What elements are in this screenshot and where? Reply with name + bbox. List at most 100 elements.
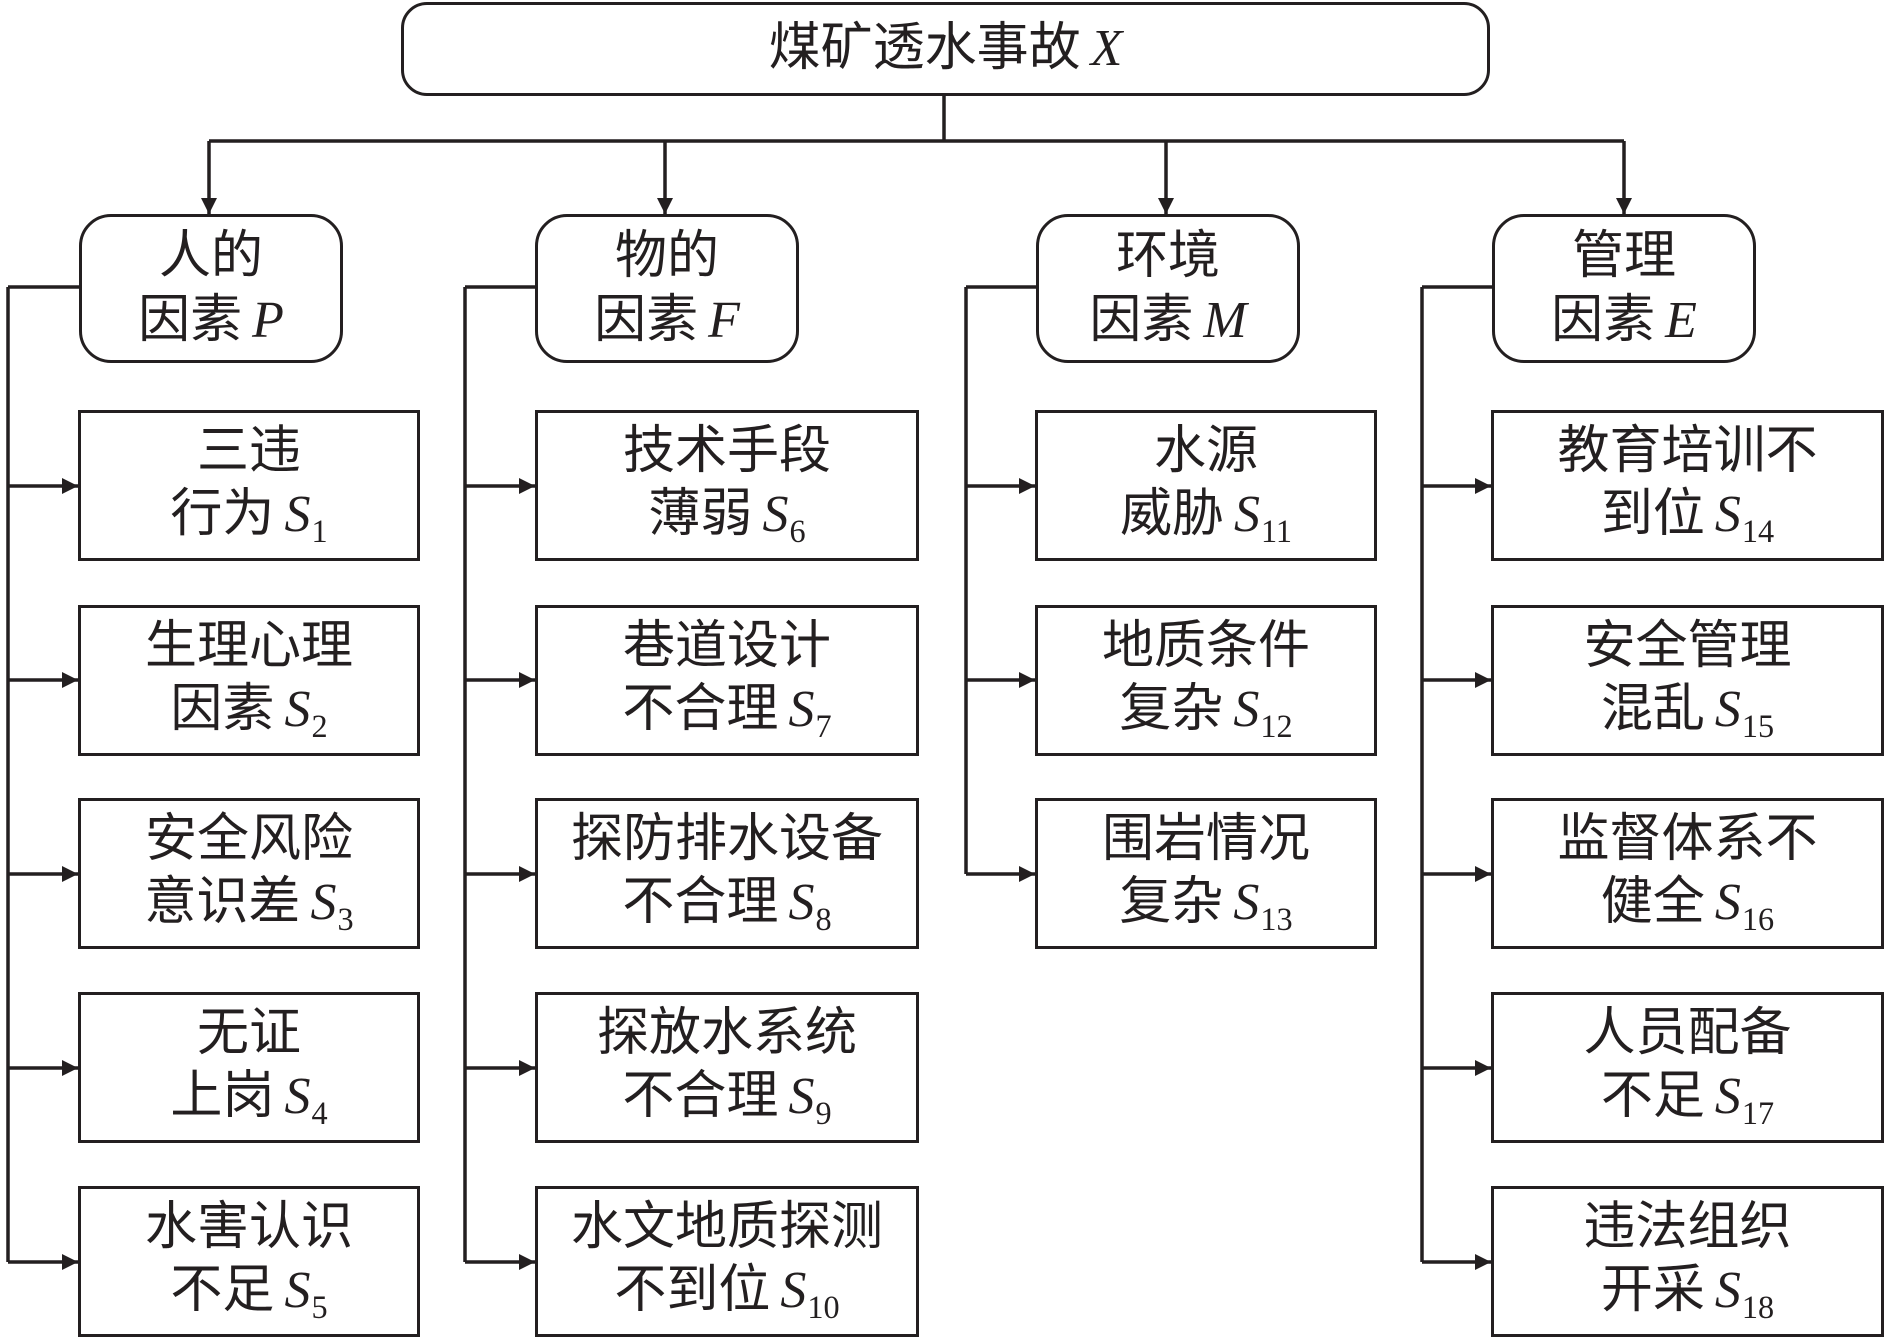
factor-symbol: S: [788, 1068, 815, 1126]
factor-index: 18: [1741, 1288, 1775, 1325]
factor-label-line2: 到位: [1600, 484, 1705, 545]
factor-index: 16: [1741, 900, 1775, 937]
factor-label-line1: 水文地质探测: [570, 1196, 883, 1257]
factor-label-line2: 不足: [170, 1260, 275, 1321]
factor-label-line1: 技术手段: [622, 420, 831, 481]
root-label: 煤矿透水事故: [768, 18, 1081, 79]
category-label-line2: 因素: [1089, 289, 1194, 350]
factor-label-line1: 探防排水设备: [570, 808, 883, 869]
factor-index: 5: [311, 1288, 328, 1325]
factor-label-line2: 因素: [170, 679, 275, 740]
factor-symbol: S: [1714, 1068, 1741, 1126]
factor-index: 17: [1741, 1094, 1775, 1131]
factor-symbol: S: [762, 486, 789, 544]
factor-index: 7: [815, 707, 832, 744]
factor-symbol: S: [1714, 486, 1741, 544]
factor-symbol: S: [310, 874, 337, 932]
factor-symbol: S: [1233, 874, 1260, 932]
category-label-line1: 管理: [1571, 226, 1676, 287]
factor-label-line1: 生理心理: [144, 615, 353, 676]
factor-label-line2: 健全: [1600, 872, 1705, 933]
factor-symbol: S: [1233, 486, 1260, 544]
factor-index: 6: [789, 512, 806, 549]
category-label-line1: 环境: [1115, 226, 1220, 287]
factor-symbol: S: [284, 1262, 311, 1320]
factor-index: 8: [815, 900, 832, 937]
factor-label-line2: 行为: [170, 484, 275, 545]
factor-label-line2: 复杂: [1119, 872, 1224, 933]
factor-label-line2: 不合理: [622, 872, 779, 933]
factor-label-line1: 人员配备: [1583, 1002, 1792, 1063]
factor-label-line1: 监督体系不: [1557, 808, 1818, 869]
factor-index: 12: [1260, 707, 1293, 744]
category-label-line1: 人的: [158, 226, 263, 287]
factor-symbol: S: [284, 681, 311, 739]
root-symbol: X: [1090, 20, 1123, 78]
factor-label-line2: 意识差: [144, 872, 301, 933]
factor-index: 13: [1260, 900, 1293, 937]
factor-label-line1: 巷道设计: [622, 615, 831, 676]
factor-index: 14: [1741, 512, 1775, 549]
factor-index: 4: [311, 1094, 328, 1131]
factor-index: 3: [337, 900, 354, 937]
factor-symbol: S: [1233, 681, 1260, 739]
category-label-line1: 物的: [614, 226, 719, 287]
factor-index: 11: [1260, 512, 1293, 549]
factor-label-line1: 安全风险: [144, 808, 353, 869]
factor-index: 10: [807, 1288, 840, 1325]
factor-label-line1: 水源: [1153, 420, 1258, 481]
factor-label-line2: 不到位: [614, 1260, 771, 1321]
category-label-line2: 因素: [138, 289, 243, 350]
factor-label-line1: 探放水系统: [596, 1002, 857, 1063]
category-symbol: F: [708, 291, 740, 349]
category-label-line2: 因素: [594, 289, 699, 350]
factor-label-line2: 不足: [1600, 1066, 1705, 1127]
factor-label-line1: 安全管理: [1583, 615, 1792, 676]
factor-label-line2: 薄弱: [648, 484, 753, 545]
factor-label-line1: 水害认识: [144, 1196, 353, 1257]
category-symbol: E: [1665, 291, 1697, 349]
category-symbol: P: [252, 291, 284, 349]
factor-index: 15: [1741, 707, 1775, 744]
factor-label-line2: 混乱: [1600, 679, 1705, 740]
factor-symbol: S: [788, 874, 815, 932]
category-label-line2: 因素: [1551, 289, 1656, 350]
factor-symbol: S: [1714, 681, 1741, 739]
factor-label-line2: 威胁: [1119, 484, 1224, 545]
factor-label-line1: 围岩情况: [1101, 808, 1310, 869]
factor-symbol: S: [1714, 874, 1741, 932]
factor-index: 9: [815, 1094, 832, 1131]
factor-label-line1: 无证: [196, 1002, 301, 1063]
factor-symbol: S: [788, 681, 815, 739]
factor-label-line2: 不合理: [622, 679, 779, 740]
factor-label-line1: 教育培训不: [1557, 420, 1818, 481]
factor-label-line1: 地质条件: [1101, 615, 1310, 676]
factor-symbol: S: [284, 1068, 311, 1126]
factor-label-line2: 不合理: [622, 1066, 779, 1127]
factor-label-line2: 上岗: [170, 1066, 275, 1127]
factor-label-line2: 开采: [1600, 1260, 1705, 1321]
factor-symbol: S: [1714, 1262, 1741, 1320]
factor-symbol: S: [780, 1262, 807, 1320]
